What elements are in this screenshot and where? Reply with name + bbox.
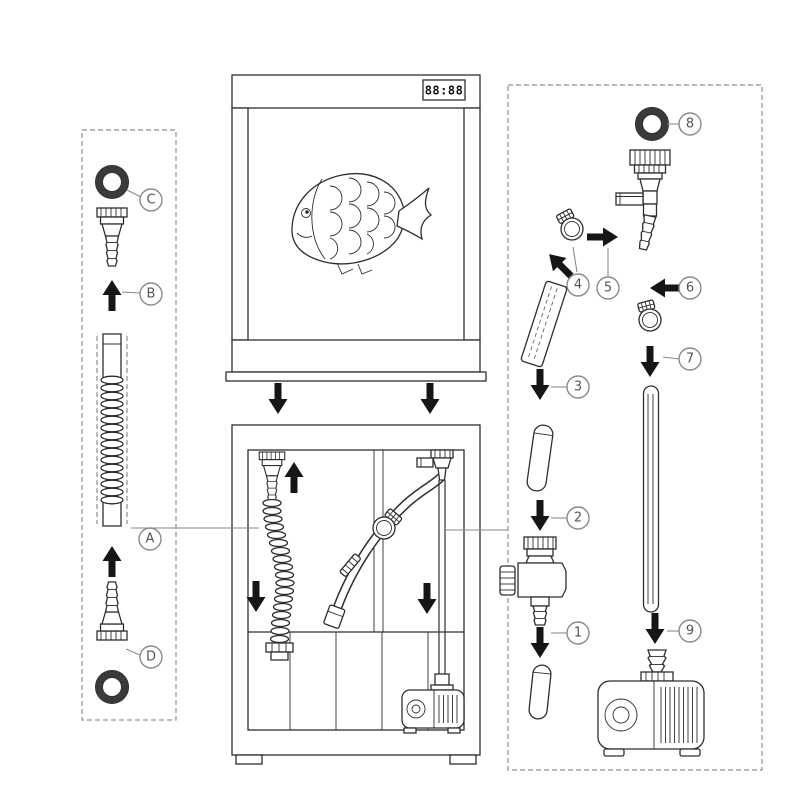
callout-2: 2 xyxy=(551,506,590,530)
hose-end-fitting xyxy=(323,604,346,629)
callout-d: D xyxy=(125,645,163,669)
pump-volute xyxy=(604,698,638,732)
o-ring-icon xyxy=(636,108,669,141)
up-arrow-icon xyxy=(102,280,122,311)
timer-display-value: 88:88 xyxy=(425,84,464,98)
callout-c: C xyxy=(126,188,163,212)
callout-b: B xyxy=(121,282,163,306)
callout-label-4: 4 xyxy=(574,278,582,293)
callout-8: 8 xyxy=(667,112,702,136)
pump-foot xyxy=(679,748,701,757)
callout-label-1: 1 xyxy=(574,626,582,641)
flow-valve xyxy=(499,536,567,626)
right-arrow-icon xyxy=(587,227,618,247)
callout-9: 9 xyxy=(667,619,702,643)
clamp-strap xyxy=(339,553,361,577)
valve-handle xyxy=(499,565,516,596)
callout-4: 4 xyxy=(566,246,590,297)
pump-outlet-barb xyxy=(647,649,667,673)
cabinet-foot xyxy=(449,754,477,765)
fish-eye xyxy=(301,208,311,218)
tank-bottom-frame xyxy=(231,339,481,373)
callout-6: 6 xyxy=(678,276,702,300)
callout-label-2: 2 xyxy=(574,511,582,526)
callout-label-3: 3 xyxy=(574,380,582,395)
sump-corrugated-hose xyxy=(262,498,295,661)
hose-clamp-icon xyxy=(633,298,665,335)
hose-clamp-icon xyxy=(552,206,588,245)
callout-label-a: A xyxy=(146,532,155,547)
pipe-section xyxy=(526,424,554,492)
callout-label-c: C xyxy=(146,193,155,208)
outlet-pipe xyxy=(642,385,660,613)
aquarium-tank: 88:88 xyxy=(225,74,487,414)
down-arrow-icon xyxy=(530,369,550,400)
down-arrow-icon xyxy=(640,346,660,377)
pump-cooling-fins xyxy=(660,687,698,743)
strainer-pipe xyxy=(520,280,568,368)
down-arrow-icon xyxy=(420,383,440,414)
down-arrow-icon xyxy=(645,613,665,644)
right-panel-border xyxy=(507,84,763,771)
pump xyxy=(597,649,705,757)
pump-foot xyxy=(603,748,625,757)
cabinet-foot xyxy=(235,754,263,765)
threaded-hose-adapter-flipped xyxy=(96,581,128,641)
o-ring-icon xyxy=(96,671,129,704)
left-panel-border xyxy=(81,129,177,721)
cabinet-sump xyxy=(231,424,481,765)
clamped-hose-assembly xyxy=(323,473,445,629)
cabinet-pump xyxy=(401,673,465,734)
tap-barb-tail xyxy=(638,213,657,251)
callout-a: A xyxy=(138,527,162,551)
fish-tail xyxy=(396,187,433,241)
down-arrow-icon xyxy=(530,627,550,658)
fish-smile xyxy=(296,232,313,238)
tap-side-outlet xyxy=(615,192,644,206)
callout-label-9: 9 xyxy=(686,624,694,639)
callout-3: 3 xyxy=(551,375,590,399)
timer-display: 88:88 xyxy=(422,79,466,101)
fish-scales xyxy=(329,177,396,260)
callout-1: 1 xyxy=(551,621,590,645)
callout-7: 7 xyxy=(662,347,702,371)
right-parts-panel: 8 xyxy=(499,84,763,771)
tank-left-frame xyxy=(231,107,249,341)
return-pipe xyxy=(438,480,446,674)
down-arrow-icon xyxy=(530,500,550,531)
down-arrow-icon xyxy=(268,383,288,414)
threaded-hose-adapter xyxy=(96,207,128,267)
callout-5: 5 xyxy=(596,248,620,300)
tank-right-frame xyxy=(463,107,481,341)
tank-base-lip xyxy=(225,371,487,382)
left-parts-panel: C B A xyxy=(81,129,177,721)
fish-illustration xyxy=(291,173,433,275)
spare-pipe-section xyxy=(528,664,552,720)
up-arrow-icon xyxy=(102,546,122,577)
callout-label-d: D xyxy=(146,650,156,665)
callout-label-b: B xyxy=(147,287,156,302)
pump-body xyxy=(597,680,705,750)
o-ring-icon xyxy=(96,166,129,199)
callout-label-5: 5 xyxy=(604,281,612,296)
corrugated-hose xyxy=(96,333,128,527)
callout-label-6: 6 xyxy=(686,281,694,296)
callout-label-7: 7 xyxy=(686,352,694,367)
left-arrow-icon xyxy=(650,278,681,298)
tap-connector xyxy=(615,149,671,251)
callout-label-8: 8 xyxy=(686,117,694,132)
